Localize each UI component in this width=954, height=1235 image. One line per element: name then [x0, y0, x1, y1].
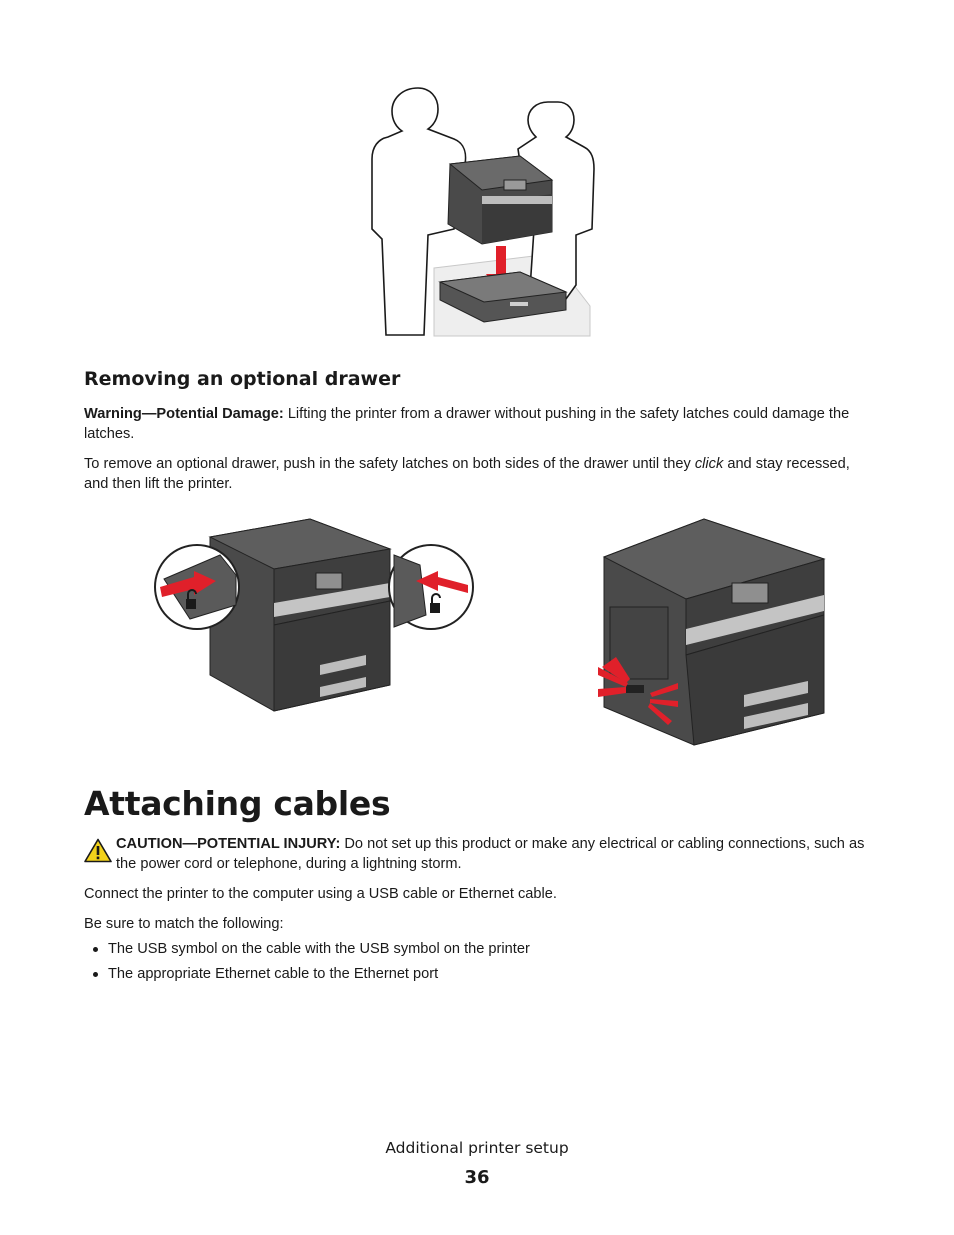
chapter-heading: Attaching cables — [84, 784, 391, 823]
instruction-after: and stay recessed, and then lift the pri… — [84, 456, 850, 492]
lifting-printer-illustration — [371, 87, 595, 337]
instruction-before: To remove an optional drawer, push in th… — [84, 456, 691, 472]
bullet-icon — [93, 947, 98, 952]
warning-triangle-icon — [84, 838, 112, 863]
list-item: The appropriate Ethernet cable to the Et… — [84, 963, 530, 988]
match-list: The USB symbol on the cable with the USB… — [84, 938, 530, 988]
caution-paragraph: CAUTION—POTENTIAL INJURY: Do not set up … — [116, 834, 876, 874]
latch-click-illustration — [598, 518, 826, 746]
connect-paragraph: Connect the printer to the computer usin… — [84, 886, 557, 902]
page-number: 36 — [464, 1167, 490, 1188]
safety-latch-illustration — [154, 518, 474, 712]
warning-text: Lifting the printer from a drawer withou… — [84, 406, 850, 442]
warning-paragraph: Warning—Potential Damage: Lifting the pr… — [84, 404, 876, 444]
caution-label: CAUTION—POTENTIAL INJURY: — [116, 836, 341, 852]
footer-title: Additional printer setup — [385, 1139, 569, 1157]
list-item-text: The USB symbol on the cable with the USB… — [108, 941, 530, 957]
instruction-emphasis: click — [694, 456, 724, 472]
bullet-icon — [93, 972, 98, 977]
warning-label: Warning—Potential Damage: — [84, 406, 284, 422]
section-heading: Removing an optional drawer — [84, 368, 401, 390]
instruction-paragraph: To remove an optional drawer, push in th… — [84, 454, 876, 494]
list-item-text: The appropriate Ethernet cable to the Et… — [108, 966, 439, 982]
caution-text: Do not set up this product or make any e… — [116, 836, 865, 872]
match-intro: Be sure to match the following: — [84, 916, 284, 932]
list-item: The USB symbol on the cable with the USB… — [84, 938, 530, 963]
